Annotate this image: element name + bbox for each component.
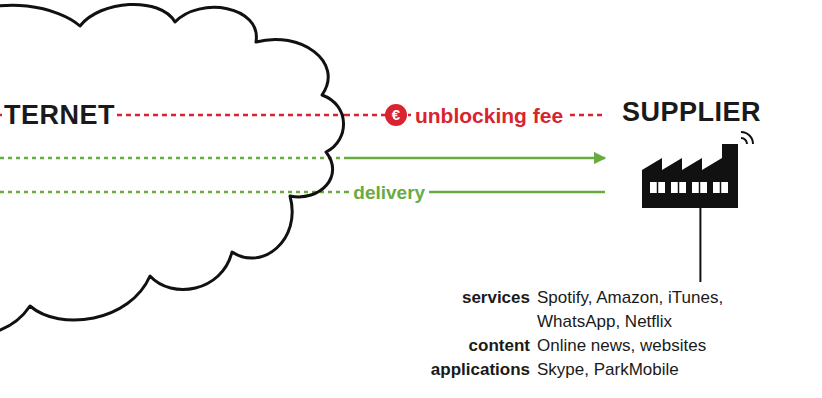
leader-line [699, 208, 701, 282]
service-list: servicesSpotify, Amazon, iTunes, WhatsAp… [380, 286, 767, 382]
edge-label: unblocking fee [411, 103, 567, 128]
cloud-outline [0, 0, 345, 345]
factory-window [650, 182, 665, 193]
node-heading: SUPPLIER [620, 96, 763, 128]
window-bar [720, 182, 722, 193]
factory-window [692, 182, 707, 193]
connector [345, 157, 605, 160]
currency-badge: € [385, 104, 407, 126]
window-bar [699, 182, 701, 193]
category-name: applications [380, 358, 530, 382]
signal-arc [741, 132, 753, 144]
window-bar [678, 182, 680, 193]
factory-body [642, 144, 738, 208]
cloud-path [0, 4, 344, 335]
dotted-line [0, 157, 345, 160]
factory-window [671, 182, 686, 193]
category-items: Skype, ParkMobile [537, 358, 767, 382]
category-name: content [380, 334, 530, 358]
cloud-label: TERNET [2, 99, 117, 131]
signal-arc [741, 138, 747, 144]
supplier-node: SUPPLIER [605, 92, 771, 208]
category-items: Online news, websites [537, 334, 767, 358]
cloud-shape: TERNET [0, 0, 345, 345]
category-name: services [380, 286, 530, 334]
window-bar [657, 182, 659, 193]
edge-label: delivery [349, 181, 429, 204]
category-items: Spotify, Amazon, iTunes, WhatsApp, Netfl… [537, 286, 767, 334]
factory-window [713, 182, 728, 193]
factory-icon [638, 130, 758, 208]
dotted-line [0, 191, 345, 194]
